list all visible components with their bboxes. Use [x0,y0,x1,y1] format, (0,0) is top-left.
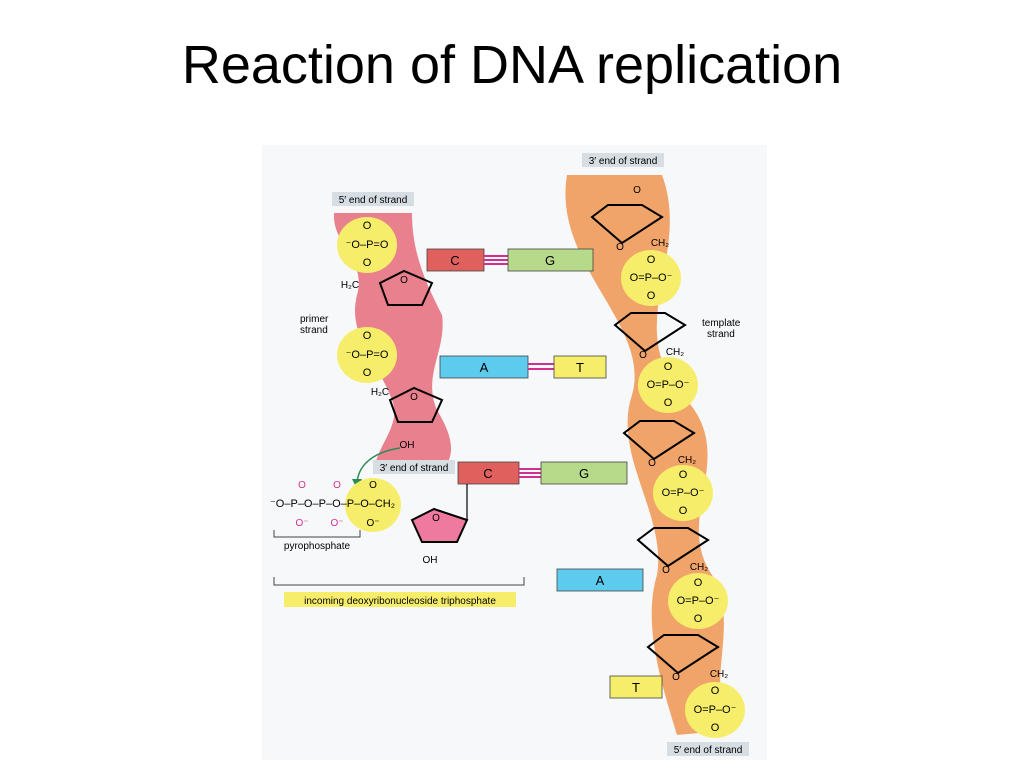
phosphate-o-label: O [369,480,377,491]
phosphate-group-label: ⁻O–P=O [346,239,389,251]
base-c-2-label: C [483,466,492,481]
template-phosphate-5 [685,682,745,738]
phosphate-group-label: O=P–O⁻ [647,379,690,391]
template-sugar-1 [590,204,664,245]
template-phosphate-2 [638,357,698,413]
template-sugar-3 [622,420,696,461]
five-prime-top-box [332,192,414,206]
alpha-phosphate-circle [345,478,401,532]
primer-3prime-oh-label: OH [400,440,415,451]
pyrophosphate-label: pyrophosphate [284,541,351,552]
template-phosphate-4 [668,573,728,629]
base-g-2-label: G [579,466,589,481]
template-label-line1: template [702,318,741,329]
phosphate-o-label: O [711,722,720,734]
ch2-label: CH₂ [710,669,728,680]
base-a-2 [556,568,644,592]
phosphate-o-label: O [694,577,703,589]
primer-label-line1: primer [300,314,329,325]
phosphate-o-label: O [298,480,306,491]
base-a-1 [439,355,529,379]
template-phosphate-3 [653,465,713,521]
phosphate-group-label: O=P–O⁻ [694,704,737,716]
phosphate-o-label: O [647,254,656,266]
sugar-o-label: O [662,565,670,576]
template-sugar-5 [646,634,720,675]
h2c-label: H₂C [341,280,359,291]
sugar-o-label: O [672,672,680,683]
incoming-label: incoming deoxyribonucleoside triphosphat… [304,596,496,607]
ch2-label: CH₂ [690,562,708,573]
phosphate-o-label: O [647,290,656,302]
template-sugar-4 [636,527,710,568]
incoming-label-box [284,592,516,607]
primer-sugar-1 [378,269,434,306]
slide-title: Reaction of DNA replication [181,35,843,95]
three-prime-mid-box [373,460,455,474]
sugar-o-label: O [616,242,624,253]
phosphate-o-label: O [711,685,720,697]
primer-phosphate-1 [337,217,397,273]
primer-sugar-2 [388,386,444,423]
sugar-o-label: O [432,513,440,524]
template-phosphate-1 [621,250,681,306]
base-t-2-label: T [632,680,640,695]
five-prime-bottom-box [667,742,749,756]
phosphate-group-label: O=P–O⁻ [677,595,720,607]
phosphate-o-label: O [664,361,673,373]
sugar-o-label: O [400,275,408,286]
ch2-label: CH₂ [651,238,669,249]
sugar-o-label: O [639,350,647,361]
template-sugar-2 [613,312,687,353]
phosphate-o-label: O [679,505,688,517]
five-prime-bottom-label: 5′ end of strand [674,745,743,756]
phosphate-o-label: O [694,613,703,625]
phosphate-o-label: O [363,330,372,342]
primer-phosphate-2 [337,327,397,383]
base-g-1 [507,248,594,272]
base-a-1-label: A [480,360,489,375]
pyrophosphate-bracket [273,530,361,538]
phosphate-group-label: ⁻O–P=O [346,349,389,361]
incoming-oh-label: OH [423,555,438,566]
phosphate-o-label: O [363,220,372,232]
sugar-o-label: O [648,458,656,469]
phosphate-group-label: O=P–O⁻ [630,272,673,284]
phosphate-o-label: O [664,397,673,409]
three-prime-top-box [582,153,664,167]
template-label-line2: strand [707,329,735,340]
phosphate-o-label: O [679,469,688,481]
triphosphate-formula: ⁻O–P–O–P–O–P–O–CH₂ [270,498,395,510]
base-t-1 [553,355,607,379]
base-c-1-label: C [450,253,459,268]
ch2-label: CH₂ [678,455,696,466]
incoming-bracket [273,577,525,586]
phosphate-group-label: O=P–O⁻ [662,487,705,499]
five-prime-top-label: 5′ end of strand [339,195,408,206]
primer-label-line2: strand [300,325,328,336]
base-g-1-label: G [545,253,555,268]
dna-replication-diagram: 5′ end of strand 3′ end of strand 3′ end… [262,145,767,760]
h2c-label: H₂C [371,387,389,398]
incoming-sugar [410,507,469,543]
o-minus-label: O⁻ [366,518,379,529]
sugar-o-label: O [410,392,418,403]
o-minus-label: O⁻ [295,518,308,529]
phosphate-o-label: O [363,367,372,379]
phosphate-o-label: O [333,480,341,491]
phosphate-o-label: O [363,257,372,269]
three-prime-top-label: 3′ end of strand [589,156,658,167]
base-t-1-label: T [576,360,584,375]
template-o-label: O [633,185,641,196]
base-a-2-label: A [596,573,605,588]
base-t-2 [609,675,663,699]
o-minus-label: O⁻ [330,518,343,529]
base-g-2 [540,461,628,485]
ch2-label: CH₂ [666,347,684,358]
three-prime-mid-label: 3′ end of strand [380,463,449,474]
